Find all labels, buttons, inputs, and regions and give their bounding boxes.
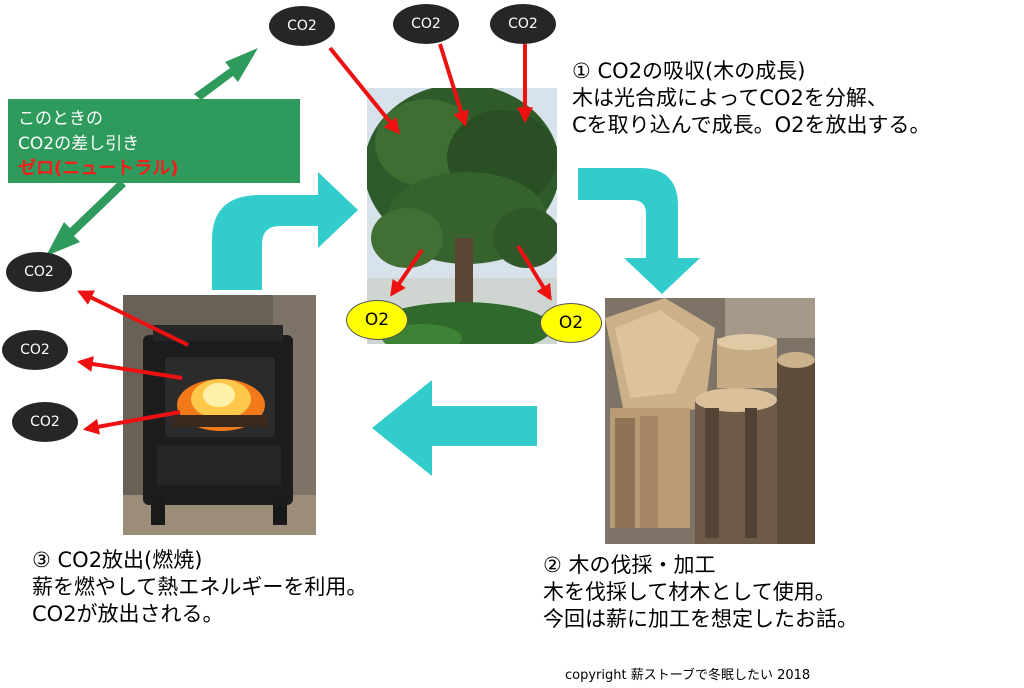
- green-arrow-down: [46, 180, 126, 256]
- stove-photo: [123, 295, 316, 535]
- step3-line-2: CO2が放出される。: [32, 602, 224, 626]
- firewood-illustration: [605, 298, 815, 544]
- step2-text: ② 木の伐採・加工 木を伐採して材木として使用。 今回は薪に加工を想定したお話。: [543, 552, 858, 633]
- firewood-photo: [605, 298, 815, 544]
- step2-title: ② 木の伐採・加工: [543, 553, 716, 577]
- co2-bubble-left-3: CO2: [12, 402, 78, 442]
- step3-line-1: 薪を燃やして熱エネルギーを利用。: [32, 575, 368, 599]
- neutral-note-box: このときの CO2の差し引き ゼロ(ニュートラル): [8, 99, 300, 183]
- note-highlight: ゼロ(ニュートラル): [18, 158, 179, 179]
- cycle-arrow-tree-to-wood: [578, 168, 700, 294]
- red-arrow-stove-to-co2-2: [76, 356, 183, 380]
- co2-bubble-top-right: CO2: [490, 4, 556, 44]
- co2-bubble-top-middle: CO2: [393, 4, 459, 44]
- cycle-arrow-wood-to-stove: [372, 380, 537, 476]
- red-arrow-co2-to-tree-1: [328, 46, 401, 135]
- step1-text: ① CO2の吸収(木の成長) 木は光合成によってCO2を分解、 Cを取り込んで成…: [572, 58, 931, 139]
- copyright-footer: copyright 薪ストーブで冬眠したい 2018: [565, 668, 811, 683]
- red-arrow-tree-to-o2-1: [390, 248, 424, 297]
- step1-title: ① CO2の吸収(木の成長): [572, 59, 806, 83]
- red-arrow-stove-to-co2-1: [77, 290, 189, 347]
- step3-text: ③ CO2放出(燃焼) 薪を燃やして熱エネルギーを利用。 CO2が放出される。: [32, 547, 367, 628]
- o2-bubble-left: O2: [346, 300, 408, 340]
- green-arrow-up: [194, 48, 258, 100]
- step2-line-1: 木を伐採して材木として使用。: [543, 580, 836, 604]
- tree-illustration: [367, 88, 557, 344]
- step1-line-1: 木は光合成によってCO2を分解、: [572, 86, 888, 110]
- stove-illustration: [123, 295, 316, 535]
- co2-bubble-left-2: CO2: [2, 330, 68, 370]
- step3-title: ③ CO2放出(燃焼): [32, 548, 203, 572]
- red-arrow-stove-to-co2-3: [82, 410, 181, 435]
- step2-line-2: 今回は薪に加工を想定したお話。: [543, 607, 858, 631]
- red-arrow-co2-to-tree-2: [438, 43, 469, 128]
- step1-line-2: Cを取り込んで成長。O2を放出する。: [572, 113, 931, 137]
- co2-bubble-top-left: CO2: [269, 6, 335, 46]
- o2-bubble-right: O2: [540, 303, 602, 343]
- red-arrow-tree-to-o2-2: [516, 244, 552, 301]
- co2-bubble-left-1: CO2: [6, 252, 72, 292]
- note-line-2: CO2の差し引き: [18, 134, 140, 154]
- cycle-arrow-stove-to-tree: [212, 172, 358, 290]
- tree-photo: [367, 88, 557, 344]
- note-line-1: このときの: [18, 109, 103, 129]
